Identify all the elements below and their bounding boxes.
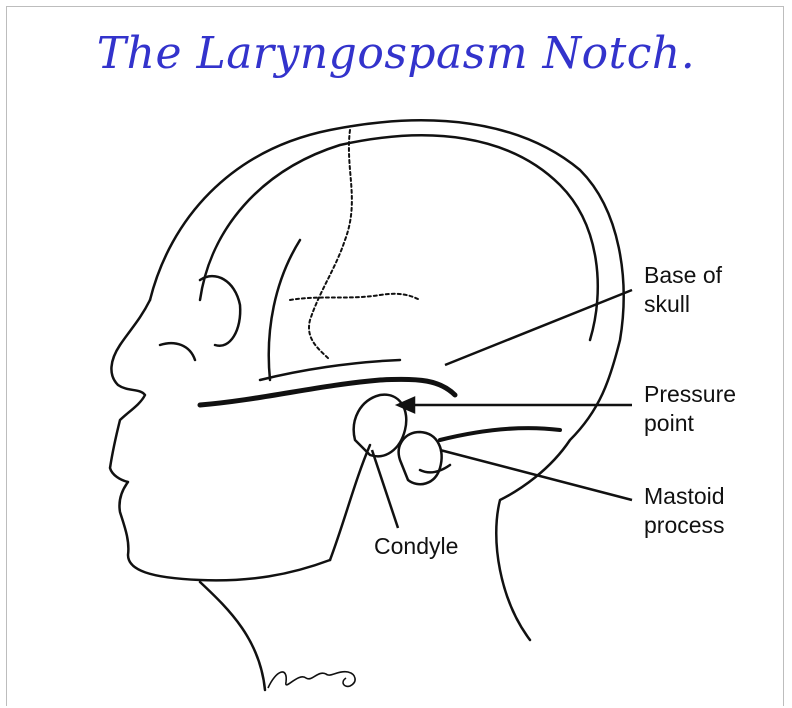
artist-signature: [258, 652, 378, 702]
pointer-base-of-skull: [445, 290, 632, 365]
lambdoid-suture: [290, 294, 420, 300]
label-condyle: Condyle: [374, 532, 458, 561]
eye-socket: [200, 276, 240, 346]
label-pressure-point-line2: point: [644, 409, 694, 438]
pointer-condyle: [372, 450, 398, 528]
coronal-suture: [309, 130, 352, 360]
skull-outline: [200, 135, 598, 340]
label-mastoid-line2: process: [644, 511, 725, 540]
face-profile: [110, 300, 330, 580]
label-base-of-skull-line1: Base of: [644, 261, 722, 290]
pointer-mastoid: [440, 450, 632, 500]
jaw-line: [330, 445, 370, 560]
mastoid-shape: [399, 432, 442, 484]
cranial-base: [200, 379, 455, 405]
label-pressure-point-line1: Pressure: [644, 380, 736, 409]
label-base-of-skull-line2: skull: [644, 290, 690, 319]
neck-front: [200, 582, 265, 690]
label-mastoid-line1: Mastoid: [644, 482, 725, 511]
